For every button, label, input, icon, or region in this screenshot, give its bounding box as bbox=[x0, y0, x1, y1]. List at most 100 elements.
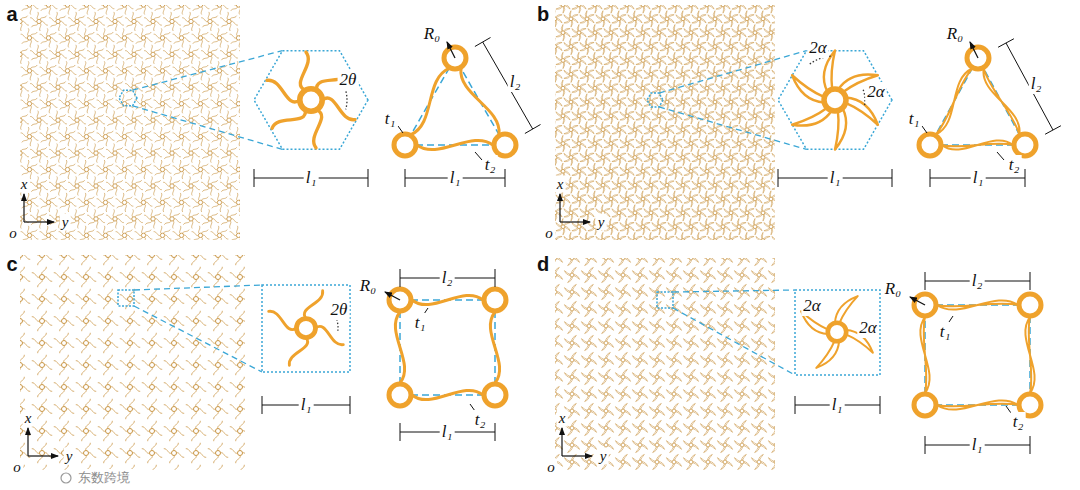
figure-part bbox=[753, 25, 755, 32]
figure-part bbox=[126, 32, 132, 36]
figure-part bbox=[113, 151, 117, 155]
figure-part bbox=[212, 204, 218, 208]
figure-part bbox=[84, 134, 88, 138]
figure-part bbox=[88, 182, 94, 186]
figure-part bbox=[230, 23, 232, 30]
figure-part bbox=[184, 202, 190, 206]
figure-part bbox=[660, 48, 667, 51]
figure-part bbox=[163, 204, 165, 211]
figure-part bbox=[20, 217, 22, 221]
figure-part bbox=[41, 153, 47, 157]
figure-part bbox=[32, 38, 38, 42]
figure-part bbox=[198, 36, 202, 40]
figure-part bbox=[713, 17, 717, 21]
figure-part bbox=[32, 136, 38, 140]
figure-part bbox=[113, 12, 115, 19]
figure-part bbox=[50, 188, 56, 192]
lattice-cell bbox=[700, 52, 714, 68]
figure-part bbox=[769, 5, 773, 7]
figure-part bbox=[136, 237, 142, 240]
figure-part bbox=[103, 226, 105, 233]
figure-part bbox=[132, 78, 134, 85]
figure-part bbox=[748, 62, 755, 65]
figure-part bbox=[202, 18, 208, 22]
figure-part bbox=[617, 72, 621, 76]
figure-part bbox=[98, 186, 104, 190]
figure-part bbox=[239, 171, 240, 178]
figure-part bbox=[22, 171, 28, 175]
figure-part bbox=[198, 167, 202, 171]
lattice-cell bbox=[40, 160, 57, 178]
figure-part bbox=[202, 221, 208, 225]
figure-part bbox=[174, 73, 180, 77]
figure-part bbox=[107, 149, 113, 153]
lattice-cell bbox=[78, 160, 95, 178]
figure-part bbox=[113, 177, 115, 184]
figure-part bbox=[202, 98, 208, 102]
figure-part bbox=[107, 32, 113, 36]
figure-part bbox=[117, 73, 123, 77]
figure-part bbox=[78, 166, 84, 170]
figure-part bbox=[79, 21, 85, 25]
figure-part bbox=[97, 5, 103, 6]
figure-part bbox=[740, 56, 747, 59]
figure-part bbox=[97, 181, 103, 185]
lattice-cell bbox=[116, 193, 133, 211]
figure-part bbox=[236, 62, 238, 69]
figure-part bbox=[231, 237, 237, 240]
figure-part bbox=[132, 177, 134, 184]
lattice-cell bbox=[20, 12, 28, 30]
figure-part bbox=[691, 6, 693, 13]
figure-part bbox=[230, 213, 236, 217]
figure-part bbox=[155, 219, 161, 223]
figure-part bbox=[179, 127, 181, 134]
figure-part bbox=[652, 5, 657, 6]
figure-part bbox=[192, 16, 198, 20]
figure-part bbox=[721, 25, 723, 32]
lattice-cell bbox=[724, 11, 738, 27]
figure-part bbox=[192, 181, 198, 185]
figure-part bbox=[179, 29, 181, 36]
figure-part bbox=[97, 199, 103, 203]
figure-part bbox=[46, 69, 50, 73]
figure-part bbox=[68, 106, 70, 113]
lattice-cell bbox=[31, 45, 48, 63]
figure-part bbox=[132, 52, 136, 56]
lattice-cell bbox=[756, 11, 770, 27]
lattice-cell bbox=[116, 5, 133, 14]
figure-part bbox=[601, 17, 605, 21]
lattice-cell bbox=[644, 11, 658, 27]
figure-part bbox=[597, 32, 602, 37]
figure-part bbox=[173, 16, 179, 20]
figure-part bbox=[697, 17, 701, 21]
lattice-pattern bbox=[20, 5, 240, 240]
figure-part bbox=[581, 32, 586, 37]
figure-part bbox=[164, 164, 170, 168]
figure-part bbox=[721, 31, 725, 35]
figure-part bbox=[211, 34, 217, 38]
lattice-cell bbox=[135, 5, 152, 14]
figure-part bbox=[729, 45, 733, 49]
lattice-cell bbox=[31, 12, 48, 30]
figure-part bbox=[155, 171, 161, 175]
figure-part bbox=[46, 226, 48, 233]
lattice-cell bbox=[40, 127, 57, 145]
figure-part bbox=[716, 42, 723, 45]
figure-part bbox=[127, 70, 133, 74]
lattice-cell bbox=[628, 66, 642, 82]
lattice-cell bbox=[676, 38, 690, 54]
lattice-cell bbox=[572, 5, 586, 13]
figure-part bbox=[620, 56, 625, 61]
figure-part bbox=[31, 215, 37, 219]
figure-part bbox=[556, 56, 561, 61]
figure-part bbox=[135, 199, 141, 203]
figure-part bbox=[136, 204, 142, 208]
figure-part bbox=[107, 83, 113, 87]
figure-part bbox=[193, 171, 199, 175]
figure-part bbox=[202, 215, 208, 219]
figure-part bbox=[739, 34, 741, 41]
figure-part bbox=[59, 49, 65, 53]
figure-part bbox=[46, 102, 50, 106]
figure-part bbox=[135, 82, 141, 86]
figure-part bbox=[221, 197, 227, 201]
